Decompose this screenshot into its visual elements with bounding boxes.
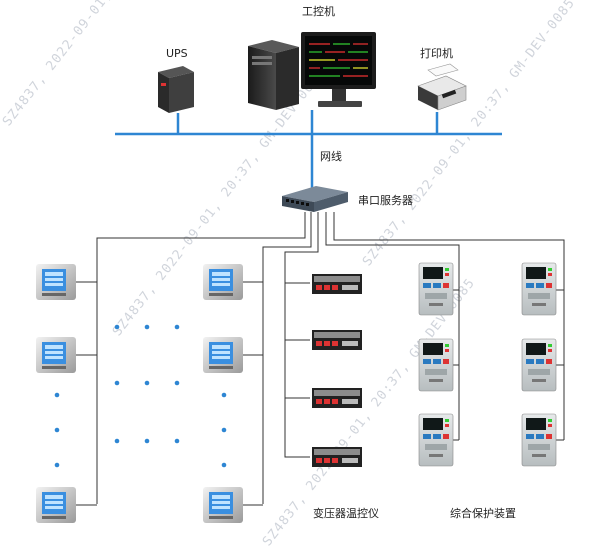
- printer-icon: [417, 63, 467, 111]
- ellipsis-dots: [54, 324, 227, 468]
- serial-wires: [96, 212, 565, 504]
- temp-controller-label: 变压器温控仪: [313, 507, 379, 520]
- temp-controller-icons: [312, 274, 362, 467]
- industrial-pc-icon: [248, 32, 376, 110]
- power-meter-icons: [36, 264, 243, 523]
- meter-col1-branches: [76, 281, 263, 506]
- serial-server-icon: [282, 186, 348, 212]
- protection-device-label: 综合保护装置: [450, 507, 516, 520]
- ups-label: UPS: [166, 47, 188, 60]
- system-diagram: [36, 32, 565, 523]
- ups-unit-icon: [158, 66, 194, 113]
- protection-device-icons: [418, 262, 557, 467]
- printer-label: 打印机: [420, 47, 453, 60]
- temp-branches: [285, 282, 310, 399]
- network-label: 网线: [320, 150, 342, 163]
- ipc-label: 工控机: [302, 5, 335, 18]
- relay-branches: [453, 289, 564, 441]
- serial-server-label: 串口服务器: [358, 194, 413, 207]
